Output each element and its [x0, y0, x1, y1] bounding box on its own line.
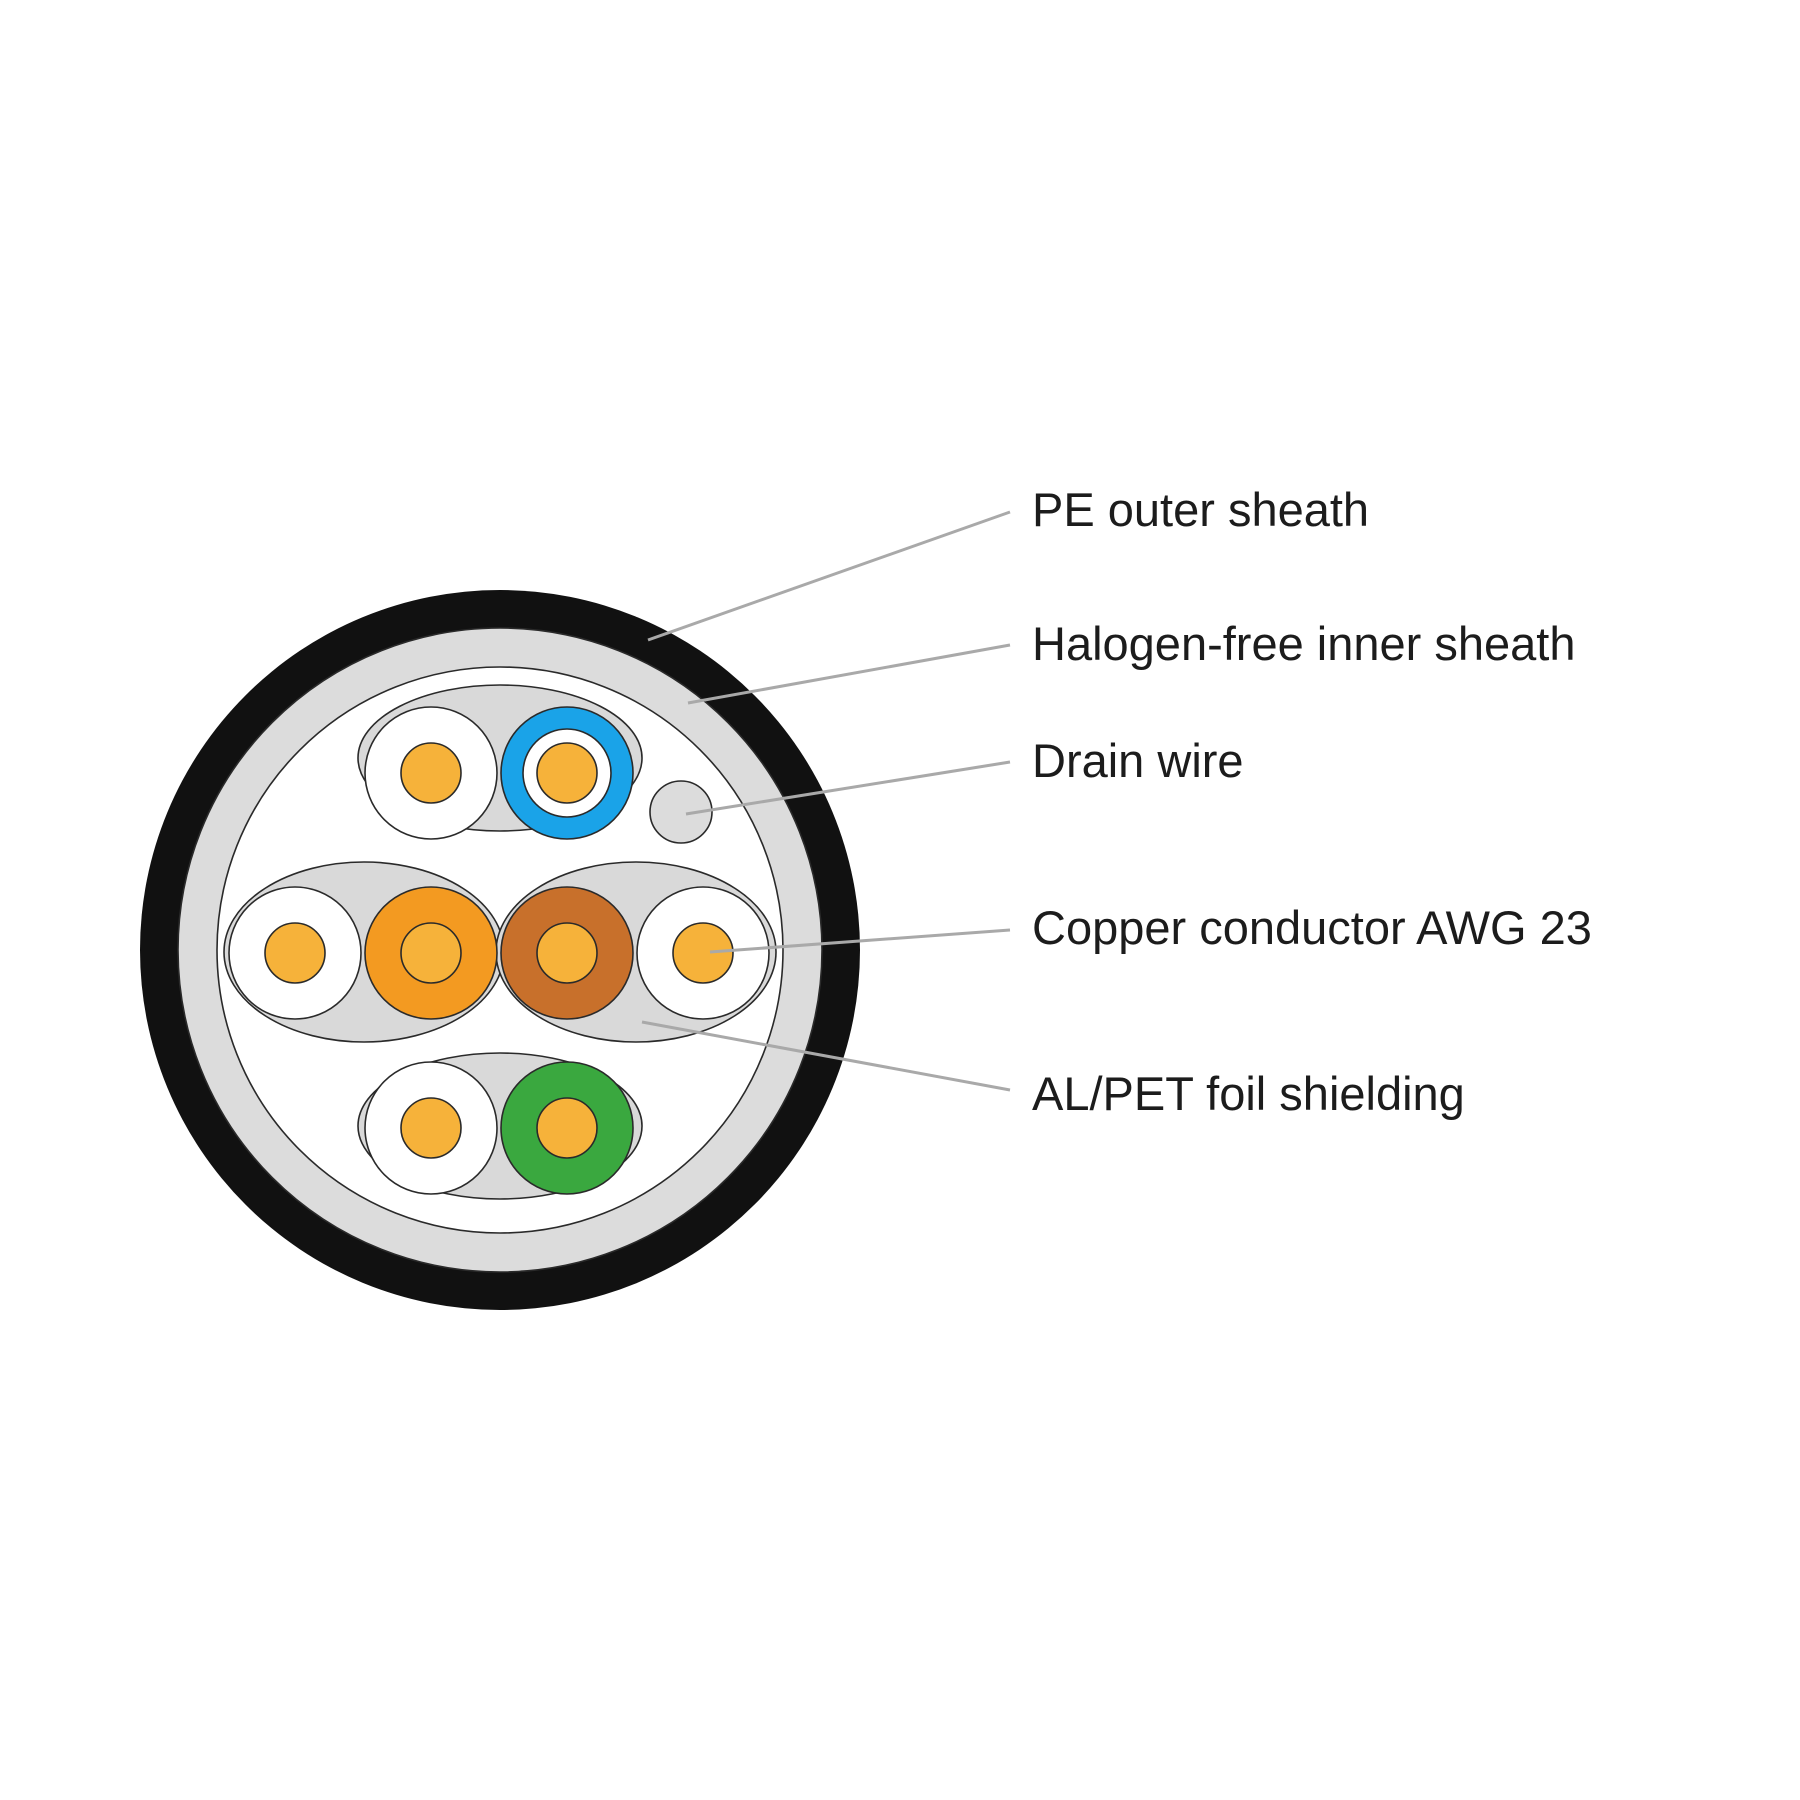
- blue-pair: [364, 706, 634, 840]
- leader-line-outer-sheath: [647, 510, 1011, 642]
- copper-core: [400, 1097, 462, 1159]
- label-drain-wire: Drain wire: [1032, 734, 1244, 787]
- label-copper-conductor: Copper conductor AWG 23: [1032, 901, 1592, 954]
- label-outer-sheath: PE outer sheath: [1032, 483, 1369, 536]
- leader-line-copper-conductor: [709, 928, 1011, 954]
- leader-line-inner-sheath: [687, 643, 1011, 705]
- copper-core: [264, 922, 326, 984]
- label-inner-sheath: Halogen-free inner sheath: [1032, 617, 1575, 670]
- orange-pair: [228, 886, 498, 1020]
- copper-core: [400, 742, 462, 804]
- copper-core: [400, 922, 462, 984]
- leader-line-foil-shielding: [641, 1020, 1011, 1092]
- copper-core: [536, 1097, 598, 1159]
- label-foil-shielding: AL/PET foil shielding: [1032, 1067, 1465, 1120]
- leader-line-drain-wire: [685, 760, 1011, 816]
- brown-pair: [500, 886, 770, 1020]
- drain-wire: [649, 780, 713, 844]
- copper-core: [672, 922, 734, 984]
- green-pair: [364, 1061, 634, 1195]
- copper-core: [536, 742, 598, 804]
- copper-core: [536, 922, 598, 984]
